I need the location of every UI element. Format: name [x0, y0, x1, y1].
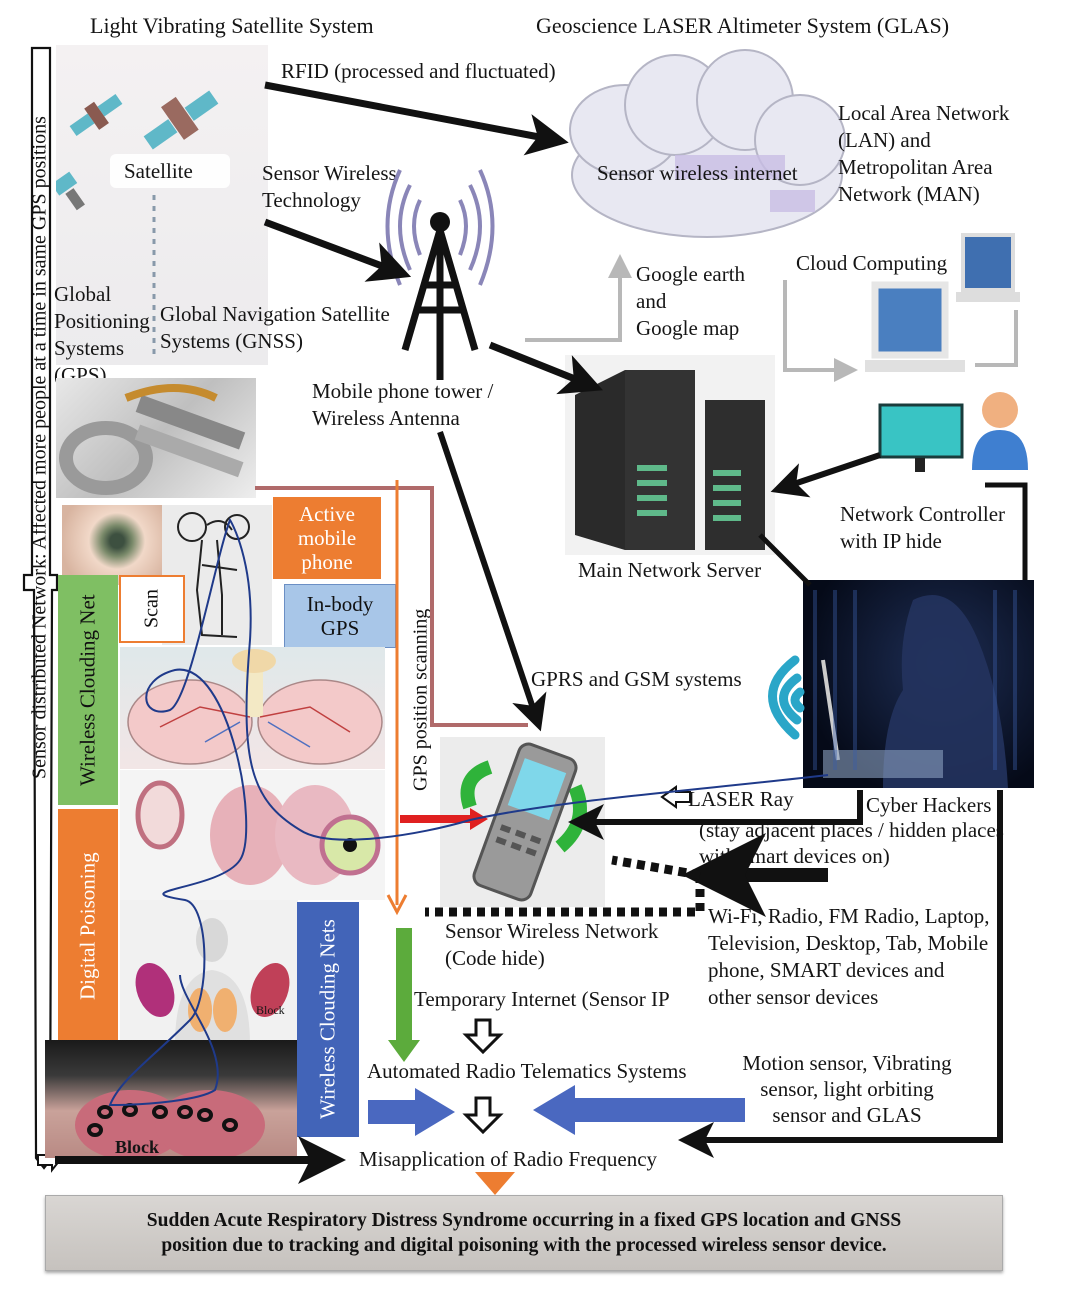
google-line1: Google earth	[636, 262, 746, 286]
block-label-large: Block	[115, 1137, 160, 1157]
sensor-network-line1: Sensor Wireless Network	[445, 919, 659, 943]
sensors-line3: sensor and GLAS	[772, 1103, 922, 1127]
sensors-line2: sensor, light orbiting	[760, 1077, 934, 1101]
lungs-tubes-icon	[135, 780, 381, 885]
rfid-arrow	[264, 81, 569, 156]
gps-label-line3: Systems	[54, 336, 125, 360]
telematics-down-arrow	[462, 1096, 504, 1135]
outcome-box: Sudden Acute Respiratory Distress Syndro…	[45, 1195, 1003, 1271]
wireless-clouding-nets-box: Wireless Clouding Nets	[297, 902, 359, 1137]
misapplication-label: Misapplication of Radio Frequency	[359, 1147, 658, 1171]
outcome-line1: Sudden Acute Respiratory Distress Syndro…	[146, 1210, 902, 1231]
controller-label-line1: Network Controller	[840, 502, 1006, 526]
lan-man-line3: Metropolitan Area	[838, 155, 993, 179]
server-label: Main Network Server	[578, 558, 762, 582]
satellite-image	[56, 45, 268, 365]
block-label-small: Block	[256, 1003, 285, 1017]
active-mobile-line1: Active	[299, 502, 355, 526]
hackers-title: Cyber Hackers	[866, 793, 992, 817]
chest-illustration	[45, 1040, 297, 1158]
temp-internet-label: Temporary Internet (Sensor IP	[414, 987, 670, 1011]
lungs-illustration-2	[120, 770, 385, 900]
satellite-label-bg	[110, 154, 230, 188]
body-icon	[135, 918, 290, 1045]
chest-lungs-icon	[75, 1090, 265, 1158]
in-body-gps-line2: GPS	[320, 616, 360, 640]
lan-man-line1: Local Area Network	[838, 101, 1010, 125]
wifi-signal-icon	[768, 655, 805, 740]
digital-poisoning-box: Digital Poisoning	[58, 809, 118, 1044]
temp-internet-down-arrow	[462, 1018, 504, 1055]
laser-ray-label: LASER Ray	[688, 786, 794, 813]
satellite-label: Satellite	[124, 159, 193, 183]
body-illustration	[120, 900, 298, 1045]
server-icon	[565, 355, 775, 555]
right-title: Geoscience LASER Altimeter System (GLAS)	[536, 13, 950, 38]
tech-to-tower-arrow	[263, 218, 412, 282]
tower-icon	[385, 169, 495, 380]
cloud-icon	[569, 49, 846, 238]
side-banner-text: Sensor distributed Network: Affected mor…	[28, 116, 51, 780]
active-mobile-line2: mobile	[297, 526, 357, 550]
gps-device-icon	[59, 384, 246, 495]
eye-image	[62, 505, 162, 585]
google-line3: Google map	[636, 316, 740, 340]
server-to-cloud-arrow	[525, 254, 632, 342]
outcome-line2: position due to tracking and digital poi…	[161, 1235, 887, 1256]
active-mobile-line3: phone	[301, 550, 353, 574]
devices-line2: Television, Desktop, Tab, Mobile	[708, 931, 989, 955]
gprs-gsm-label: GPRS and GSM systems	[531, 667, 742, 691]
sensor-wireless-tech-line1: Sensor Wireless	[262, 161, 397, 185]
controller-label-line2: with IP hide	[840, 529, 942, 553]
google-line2: and	[636, 289, 667, 313]
devices-line1: Wi-Fi, Radio, FM Radio, Laptop,	[708, 904, 990, 928]
in-body-gps-box: In-body GPS	[284, 584, 396, 648]
sensor-network-line2: (Code hide)	[445, 946, 545, 970]
devices-line3: phone, SMART devices and	[708, 958, 945, 982]
left-title: Light Vibrating Satellite System	[90, 13, 374, 38]
orange-scan-arrow	[386, 894, 408, 916]
scan-box: Scan	[119, 575, 185, 643]
gnss-label-line1: Global Navigation Satellite	[160, 302, 390, 326]
cloud-label: Sensor wireless internet	[597, 161, 798, 185]
gps-label-line1: Global	[54, 282, 112, 306]
cloud-computing-label: Cloud Computing	[796, 251, 948, 275]
telematics-label: Automated Radio Telematics Systems	[367, 1059, 687, 1083]
mobile-phone-icon	[460, 742, 587, 902]
blue-arrow-left	[368, 1088, 455, 1136]
outcome-arrow	[475, 1172, 515, 1195]
active-mobile-box: Active mobile phone	[273, 497, 381, 579]
lan-man-line4: Network (MAN)	[838, 182, 980, 206]
phone-image	[440, 737, 605, 907]
cloud-computing-arrow	[783, 280, 858, 382]
lan-man-line2: (LAN) and	[838, 128, 931, 152]
rfid-label: RFID (processed and fluctuated)	[281, 59, 556, 83]
hackers-note-line2: with smart devices on)	[699, 844, 890, 868]
satellite-icon	[56, 90, 219, 355]
in-body-gps-line1: In-body	[306, 592, 374, 616]
lungs-icon	[127, 649, 383, 765]
gps-scanning-label: GPS position scanning	[409, 608, 432, 792]
tower-label-line2: Wireless Antenna	[312, 406, 460, 430]
wireless-clouding-net-box: Wireless Clouding Net	[58, 575, 118, 805]
lungs-illustration-1	[120, 647, 385, 769]
computers-icon	[865, 233, 1028, 472]
sensors-line1: Motion sensor, Vibrating	[742, 1051, 952, 1075]
hacker-icon	[813, 590, 1017, 788]
laser-ray-arrow-icon	[660, 785, 691, 809]
tower-label-line1: Mobile phone tower /	[312, 379, 494, 403]
gnss-label-line2: Systems (GNSS)	[160, 329, 303, 353]
devices-line4: other sensor devices	[708, 985, 879, 1009]
sensor-wireless-tech-line2: Technology	[262, 188, 361, 212]
hacker-image	[803, 580, 1034, 788]
hackers-note-line1: (stay adjacent places / hidden places	[699, 818, 1004, 842]
gps-device-image	[56, 378, 256, 498]
tower-to-phone-arrow	[437, 431, 547, 732]
blue-arrow-right	[533, 1085, 745, 1135]
gps-label-line2: Positioning	[54, 309, 150, 333]
